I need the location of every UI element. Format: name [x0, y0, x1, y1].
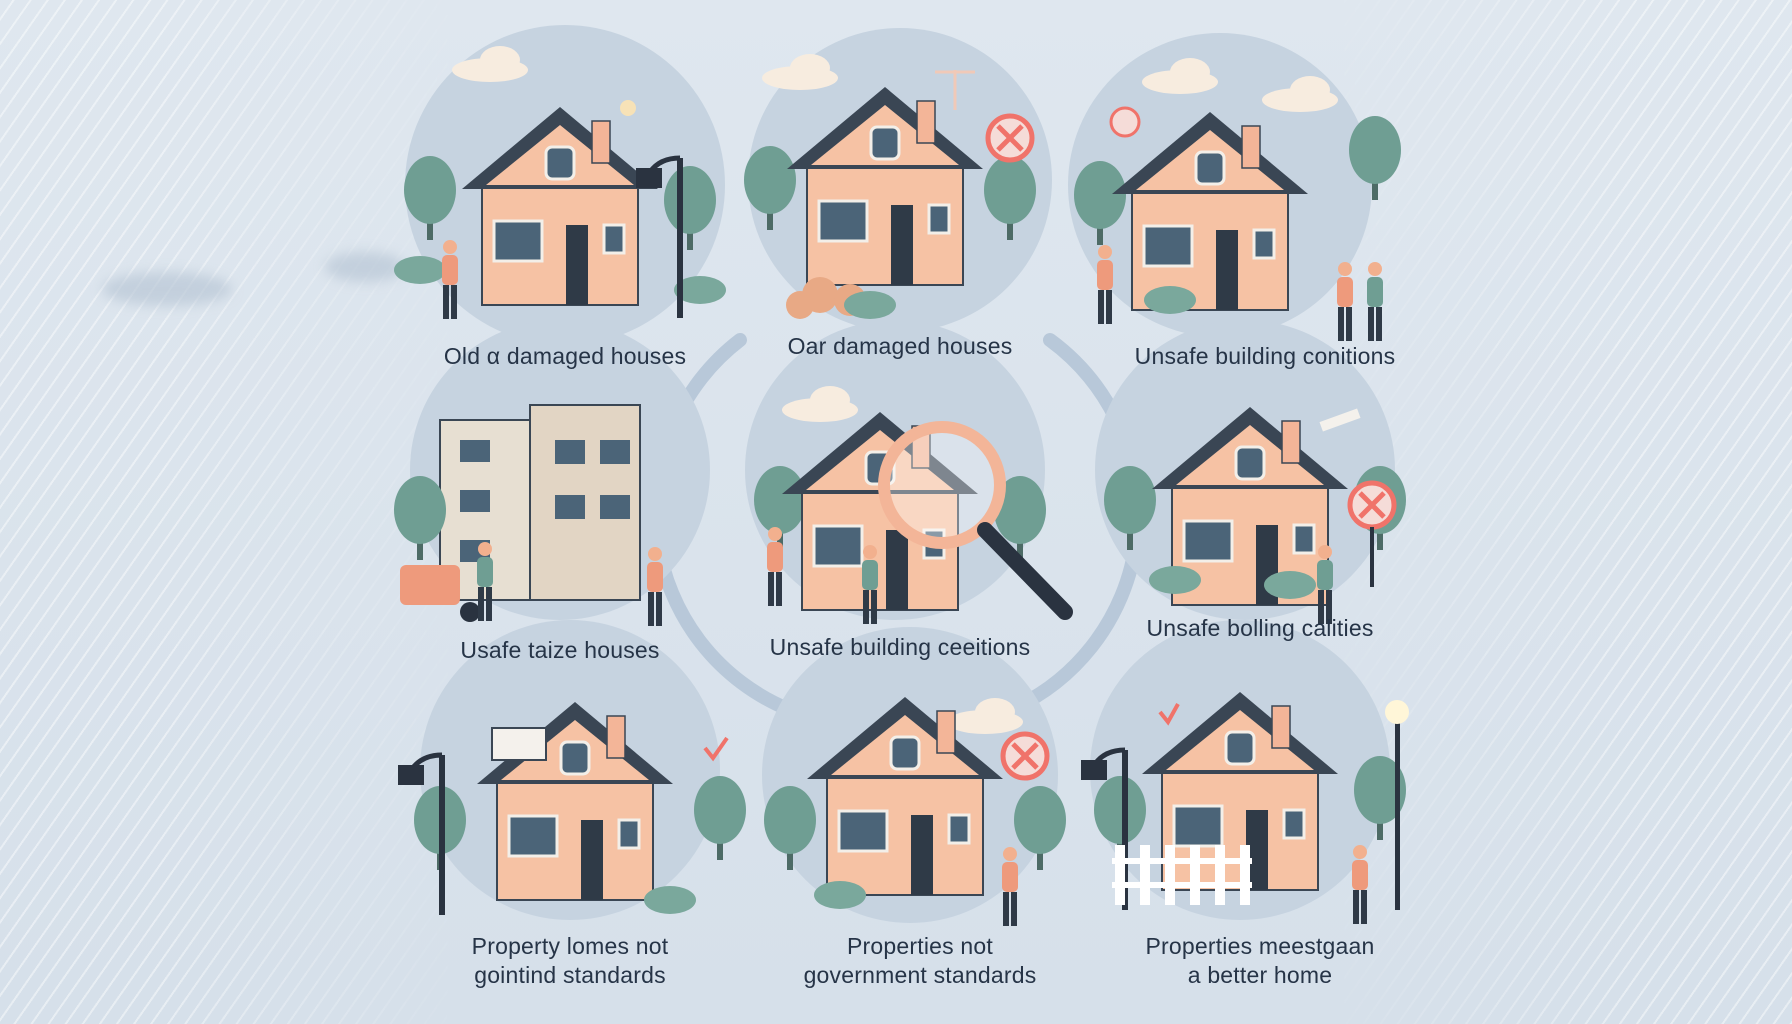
label-bottom-left: Property lomes not gointind standards [360, 932, 780, 990]
label-bottom-center-line2: government standards [803, 962, 1037, 988]
label-mid-left: Usafe taize houses [460, 637, 660, 663]
background-stripes-right [1332, 0, 1792, 1024]
scene-old-damaged-houses [394, 25, 726, 345]
label-bottom-center: Properties not government standards [740, 932, 1100, 990]
label-bottom-right-line2: a better home [1187, 962, 1333, 988]
label-mid-center: Unsafe building ceeitions [769, 634, 1031, 660]
scene-better-home [1081, 620, 1409, 924]
label-bottom-center-line1: Properties not [847, 933, 993, 959]
background-stripes-left [0, 0, 460, 1024]
scene-unsafe-bolling-calities [1095, 320, 1406, 624]
magnifying-glass-icon [878, 421, 1073, 620]
scene-unsafe-building-ceeitions-center [745, 320, 1073, 624]
label-top-center: Oar damaged houses [787, 333, 1013, 359]
label-top-left: Old α damaged houses [443, 343, 687, 369]
label-bottom-left-line2: gointind standards [474, 962, 666, 988]
label-bottom-right-line1: Properties meestgaan [1145, 933, 1375, 959]
label-bottom-right: Properties meestgaan a better home [1070, 932, 1450, 990]
scene-usafe-taize-houses [394, 320, 710, 626]
scene-property-lomes-not [398, 620, 746, 920]
label-top-right: Unsafe building conitions [1134, 343, 1396, 369]
scene-properties-not [762, 627, 1066, 926]
background-smudge [325, 252, 405, 282]
scene-oar-damaged-houses [744, 28, 1052, 332]
white-picket-fence [1112, 845, 1252, 905]
label-bottom-left-line1: Property lomes not [471, 933, 669, 959]
scene-unsafe-building-conditions-top [1068, 33, 1401, 341]
background-smudge [102, 272, 232, 306]
label-mid-right: Unsafe bolling calities [1146, 615, 1374, 641]
